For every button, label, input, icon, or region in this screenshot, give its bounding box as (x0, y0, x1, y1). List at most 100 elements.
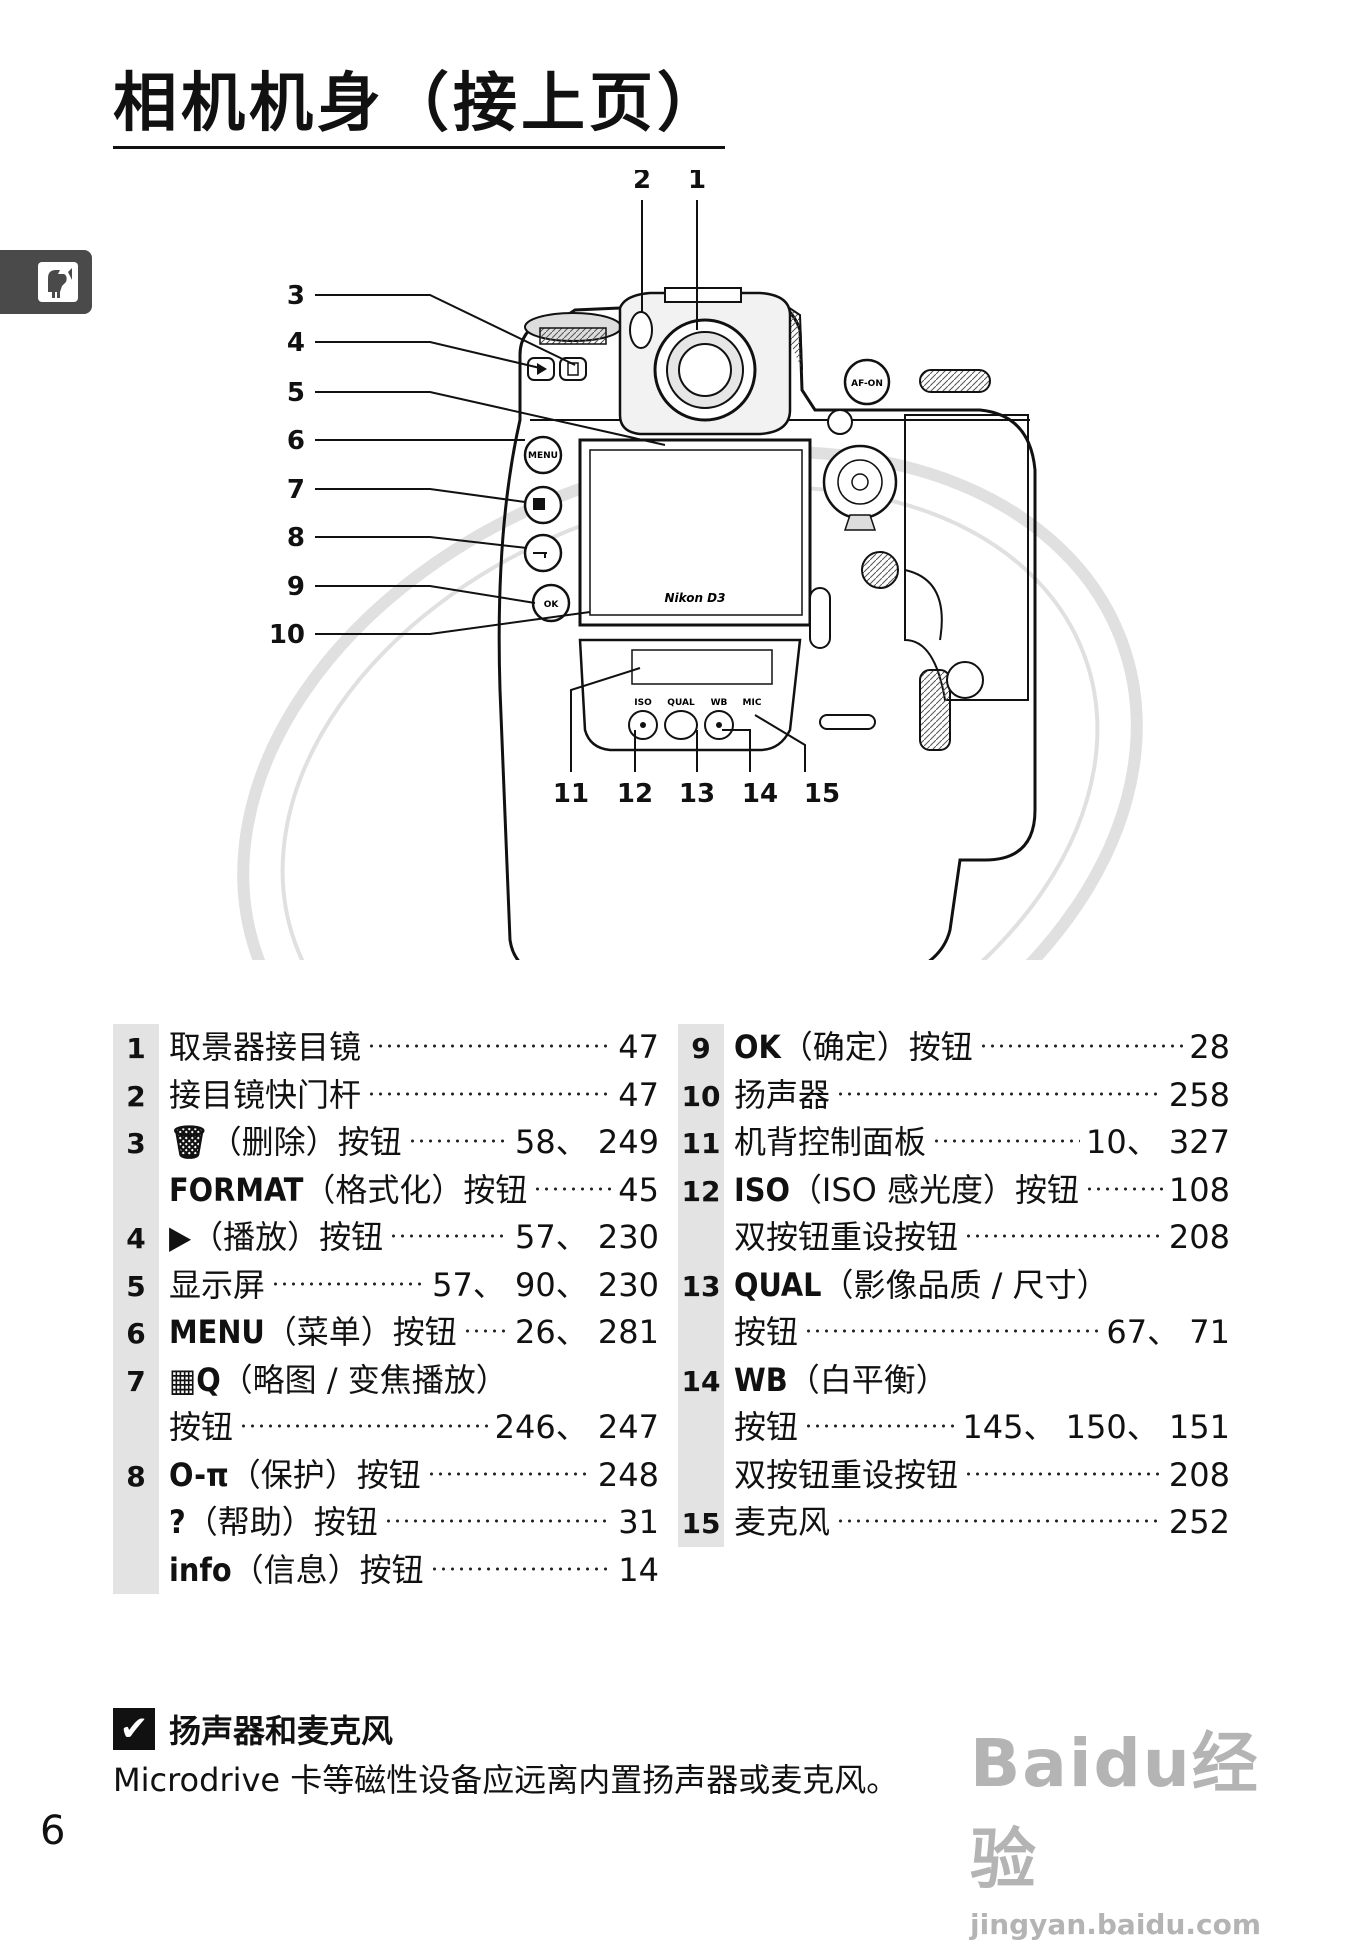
page-reference: 252 (1168, 1503, 1230, 1541)
button-symbol-icon: MENU (169, 1313, 265, 1351)
svg-text:11: 11 (553, 779, 589, 809)
leader-dots (367, 1087, 613, 1100)
item-text: 扬声器 (734, 1075, 831, 1114)
item-label: ▶（播放）按钮 (159, 1214, 383, 1262)
item-text: （菜单）按钮 (264, 1313, 457, 1351)
rear-control-panel: ISO QUAL WB MIC (578, 587, 984, 752)
item-label: QUAL（影像品质 / 尺寸） (724, 1262, 1109, 1310)
page-reference: 246、 247 (494, 1408, 659, 1446)
item-text: （略图 / 变焦播放） (220, 1360, 508, 1399)
item-text: （影像品质 / 尺寸） (821, 1265, 1109, 1304)
svg-text:WB: WB (711, 698, 728, 708)
svg-text:Nikon D3: Nikon D3 (665, 591, 726, 605)
svg-text:5: 5 (287, 378, 305, 408)
item-label: 接目镜快门杆 (159, 1072, 361, 1120)
left-button-column: MENU OK (523, 357, 587, 623)
item-text: （信息）按钮 (231, 1550, 424, 1589)
leader-dots (932, 1135, 1081, 1147)
item-number: 14 (681, 1364, 721, 1398)
item-number: 10 (681, 1079, 721, 1113)
viewfinder-housing (618, 287, 792, 436)
watermark-brand: Baidu (970, 1725, 1192, 1802)
item-text: 双按钮重设按钮 (734, 1218, 959, 1256)
camera-back-diagram: AF-ON Nikon D3 MENU OK (237, 170, 1143, 960)
baidu-watermark: Baidu经验 jingyan.baidu.com (970, 1710, 1300, 1941)
callout-numbers: 1 2 3 4 5 6 7 8 9 10 11 12 13 14 15 (269, 170, 840, 809)
item-number: 9 (691, 1032, 711, 1065)
svg-text:8: 8 (287, 523, 305, 553)
item-number: 6 (126, 1317, 146, 1350)
lcd-monitor: Nikon D3 (578, 438, 812, 627)
item-text: （帮助）按钮 (185, 1503, 378, 1541)
item-text: 麦克风 (734, 1503, 831, 1541)
leader-dots (804, 1325, 1101, 1337)
page-reference: 248 (597, 1455, 659, 1494)
number-strip (678, 1024, 724, 1547)
svg-text:15: 15 (804, 779, 840, 809)
item-text: （保护）按钮 (228, 1455, 421, 1494)
button-symbol-icon: O-π (169, 1455, 229, 1494)
leader-dots (239, 1420, 489, 1432)
leader-dots (964, 1467, 1163, 1480)
item-text: 双按钮重设按钮 (734, 1455, 959, 1494)
svg-text:2: 2 (633, 170, 651, 195)
svg-text:6: 6 (287, 426, 305, 456)
svg-text:14: 14 (742, 779, 778, 809)
item-text: （格式化）按钮 (303, 1170, 528, 1209)
button-symbol-icon: ▦Q (169, 1360, 221, 1399)
item-text: 按钮 (734, 1408, 799, 1446)
section-tab[interactable] (0, 250, 92, 314)
page-reference: 47 (618, 1028, 659, 1066)
item-label: O-π（保护）按钮 (159, 1452, 421, 1500)
item-label: 取景器接目镜 (159, 1024, 361, 1072)
leader-dots (367, 1040, 613, 1052)
leader-dots (429, 1562, 613, 1575)
page-reference: 26、 281 (515, 1313, 659, 1351)
item-label: FORMAT（格式化）按钮 (159, 1167, 527, 1215)
item-text: （白平衡） (787, 1360, 948, 1399)
item-label: 按钮 (724, 1309, 798, 1357)
leader-dots (964, 1230, 1163, 1242)
page-reference: 208 (1168, 1455, 1230, 1494)
item-label: 麦克风 (724, 1499, 830, 1547)
leader-dots (271, 1277, 427, 1290)
button-symbol-icon: QUAL (734, 1265, 822, 1304)
item-number: 7 (126, 1364, 146, 1398)
item-number: 4 (126, 1222, 146, 1255)
item-label: info（信息）按钮 (159, 1547, 424, 1595)
main-command-dial (919, 369, 991, 393)
svg-text:10: 10 (269, 620, 305, 650)
multi-selector (822, 409, 899, 589)
item-number: 8 (126, 1459, 146, 1493)
item-text: （ISO 感光度）按钮 (789, 1170, 1080, 1209)
item-text: 按钮 (734, 1313, 799, 1351)
list-item: 8 O-π（保护）按钮 248 (113, 1452, 659, 1500)
item-number: 11 (681, 1127, 721, 1160)
item-label: 双按钮重设按钮 (724, 1452, 958, 1500)
mode-dial (524, 312, 622, 345)
svg-text:3: 3 (287, 281, 305, 311)
note-body: Microdrive 卡等磁性设备应远离内置扬声器或麦克风。 (113, 1761, 899, 1799)
item-text: （确定）按钮 (780, 1028, 973, 1066)
item-label: 机背控制面板 (724, 1119, 926, 1167)
item-text: 显示屏 (169, 1265, 266, 1304)
item-label: 双按钮重设按钮 (724, 1214, 958, 1262)
item-label: ▦Q（略图 / 变焦播放） (159, 1357, 508, 1405)
svg-text:9: 9 (287, 572, 305, 602)
check-icon: ✔ (113, 1708, 155, 1750)
leader-dots (462, 1325, 510, 1337)
svg-text:QUAL: QUAL (667, 698, 695, 708)
list-item: 7 ▦Q（略图 / 变焦播放） (113, 1357, 659, 1405)
item-label: 🗑（删除）按钮 (159, 1119, 402, 1167)
item-number: 12 (681, 1174, 721, 1208)
